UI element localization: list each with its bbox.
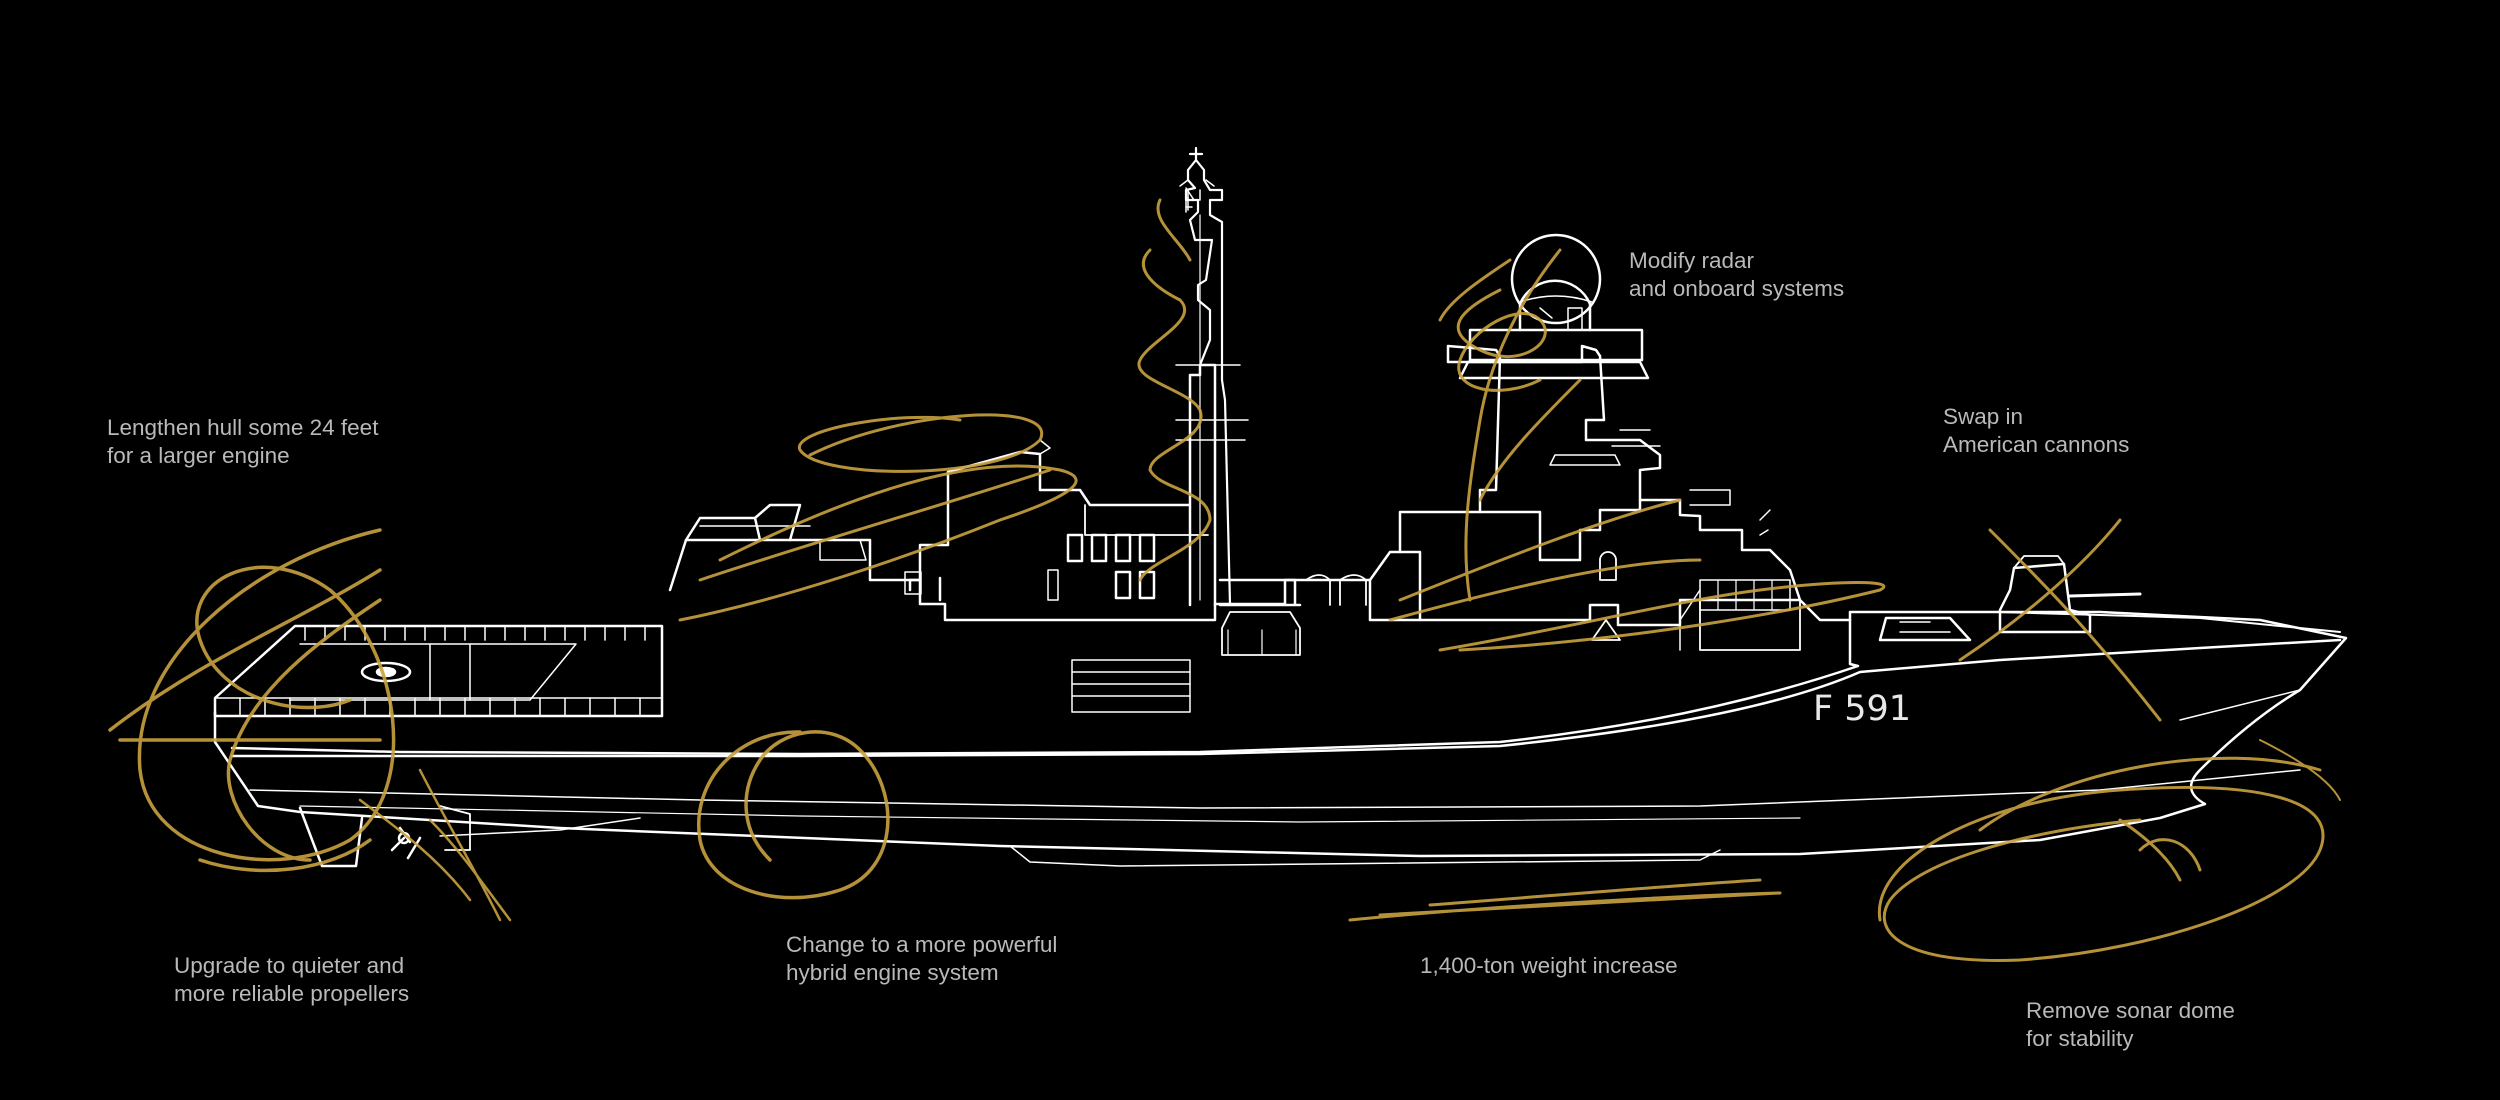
annotation-hybrid-engine: Change to a more powerful hybrid engine … xyxy=(786,931,1057,987)
hull-vent xyxy=(1071,659,1191,713)
annotation-line: Upgrade to quieter and xyxy=(174,953,405,978)
annotation-line: American cannons xyxy=(1943,432,2130,457)
scribble-hangar xyxy=(678,413,1078,622)
scribble-engine xyxy=(697,730,890,900)
annotation-line: hybrid engine system xyxy=(786,960,999,985)
scribble-sonar xyxy=(1877,756,2325,962)
annotation-line: 1,400-ton weight increase xyxy=(1420,953,1678,978)
annotation-line: and onboard systems xyxy=(1629,276,1845,301)
scribble-marks xyxy=(108,198,2341,962)
helideck xyxy=(213,624,664,718)
annotation-line: Lengthen hull some 24 feet xyxy=(107,415,379,440)
annotation-modify-radar: Modify radar and onboard systems xyxy=(1629,247,1844,303)
main-gun xyxy=(1998,555,2142,634)
scribble-weight xyxy=(1348,878,1782,922)
scribble-mast xyxy=(1137,198,1212,582)
hull-number: F 591 xyxy=(1813,689,1911,729)
annotation-swap-cannons: Swap in American cannons xyxy=(1943,403,2129,459)
annotation-line: for a larger engine xyxy=(107,443,290,468)
scribble-cannon xyxy=(1958,518,2162,722)
annotation-weight-increase: 1,400-ton weight increase xyxy=(1420,952,1678,980)
scribble-stern xyxy=(108,528,396,873)
annotation-line: more reliable propellers xyxy=(174,981,410,1006)
annotation-line: Swap in xyxy=(1943,404,2024,429)
scribble-forward xyxy=(1388,498,1886,652)
annotation-upgrade-propellers: Upgrade to quieter and more reliable pro… xyxy=(174,952,409,1008)
annotation-line: Remove sonar dome xyxy=(2026,998,2235,1023)
annotation-remove-sonar: Remove sonar dome for stability xyxy=(2026,997,2235,1053)
annotation-line: for stability xyxy=(2026,1026,2134,1051)
annotation-lengthen-hull: Lengthen hull some 24 feet for a larger … xyxy=(107,414,378,470)
annotation-line: Modify radar xyxy=(1629,248,1755,273)
annotation-line: Change to a more powerful xyxy=(786,932,1058,957)
scribble-radar xyxy=(1438,248,1582,602)
